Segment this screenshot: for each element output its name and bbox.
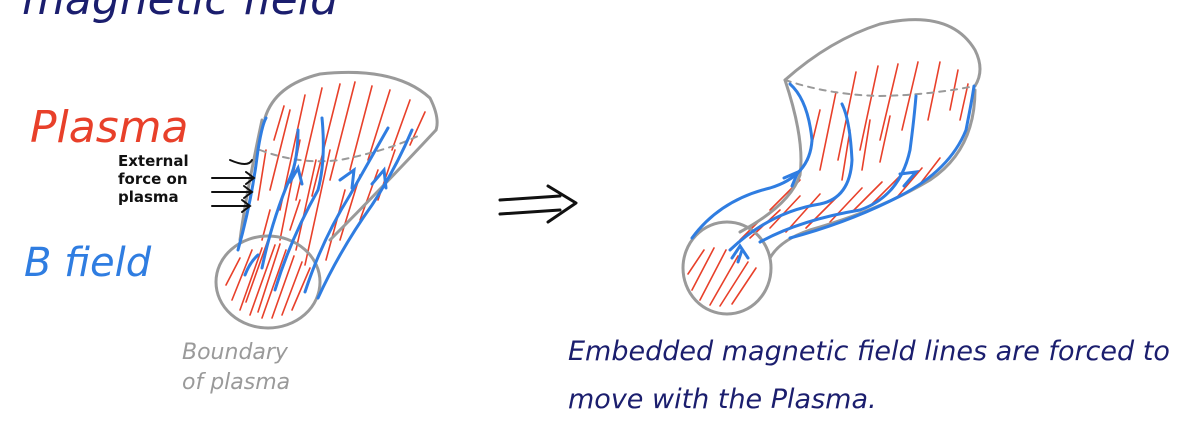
b-field-label: B field <box>24 240 152 286</box>
field-lines <box>236 116 414 300</box>
boundary-label: Boundary of plasma <box>182 340 291 395</box>
external-force-label: External force on plasma <box>118 152 189 206</box>
title-fragment: magnetic field <box>22 0 338 25</box>
plasma-hatching-cap <box>225 239 311 319</box>
plasma-hatching <box>739 61 969 241</box>
plasma-hatching <box>257 81 426 266</box>
field-lines <box>690 82 976 264</box>
flux-tube-before <box>214 70 439 330</box>
plasma-label: Plasma <box>30 102 189 153</box>
caption: Embedded magnetic field lines are forced… <box>568 336 1170 415</box>
force-arrows <box>211 159 256 213</box>
plasma-hatching-cap <box>687 247 757 307</box>
implies-arrow-icon <box>498 184 578 224</box>
plasma-boundary <box>681 18 982 316</box>
flux-tube-after <box>681 18 982 316</box>
